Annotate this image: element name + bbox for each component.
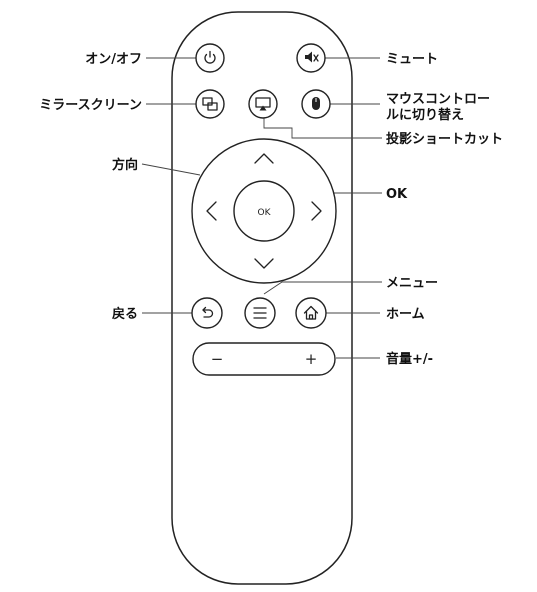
leader-menu xyxy=(263,281,382,295)
leader-direction xyxy=(141,163,201,176)
mute-icon xyxy=(305,51,319,63)
dpad-left[interactable] xyxy=(206,201,217,221)
power-icon xyxy=(204,50,216,64)
label-mouse-line1: マウスコントロー xyxy=(386,92,490,107)
label-mirror: ミラースクリーン xyxy=(39,98,142,113)
label-power: オン/オフ xyxy=(85,52,142,67)
menu-icon xyxy=(253,307,267,319)
home-icon xyxy=(303,305,319,320)
dpad-down[interactable] xyxy=(254,258,274,269)
label-home: ホーム xyxy=(386,307,425,322)
label-volume: 音量+/- xyxy=(386,351,433,367)
volume-up-text[interactable]: + xyxy=(305,350,318,368)
label-direction: 方向 xyxy=(112,157,138,173)
menu-button[interactable] xyxy=(244,297,276,329)
mouse-icon xyxy=(312,97,320,110)
label-ok: OK xyxy=(386,187,408,202)
label-mute: ミュート xyxy=(386,52,438,67)
volume-rocker[interactable]: − + xyxy=(192,342,336,376)
home-button[interactable] xyxy=(295,297,327,329)
mute-button[interactable] xyxy=(296,43,326,73)
mirror-screen-icon xyxy=(202,97,218,111)
back-button[interactable] xyxy=(191,297,223,329)
label-back: 戻る xyxy=(111,306,138,322)
volume-down-text[interactable]: − xyxy=(211,350,224,368)
label-mouse-line2: ルに切り替え xyxy=(386,107,464,123)
label-menu: メニュー xyxy=(386,276,438,291)
leader-cast xyxy=(263,116,382,139)
mouse-mode-button[interactable] xyxy=(301,89,331,119)
ok-button[interactable]: OK xyxy=(233,180,295,242)
mirror-screen-button[interactable] xyxy=(195,89,225,119)
label-cast: 投影ショートカット xyxy=(386,131,503,147)
cast-button[interactable] xyxy=(248,89,278,119)
ok-button-text: OK xyxy=(258,208,272,218)
dpad-up[interactable] xyxy=(254,153,274,164)
power-button[interactable] xyxy=(195,43,225,73)
dpad-right[interactable] xyxy=(311,201,322,221)
cast-icon xyxy=(255,97,271,111)
back-icon xyxy=(202,306,214,318)
